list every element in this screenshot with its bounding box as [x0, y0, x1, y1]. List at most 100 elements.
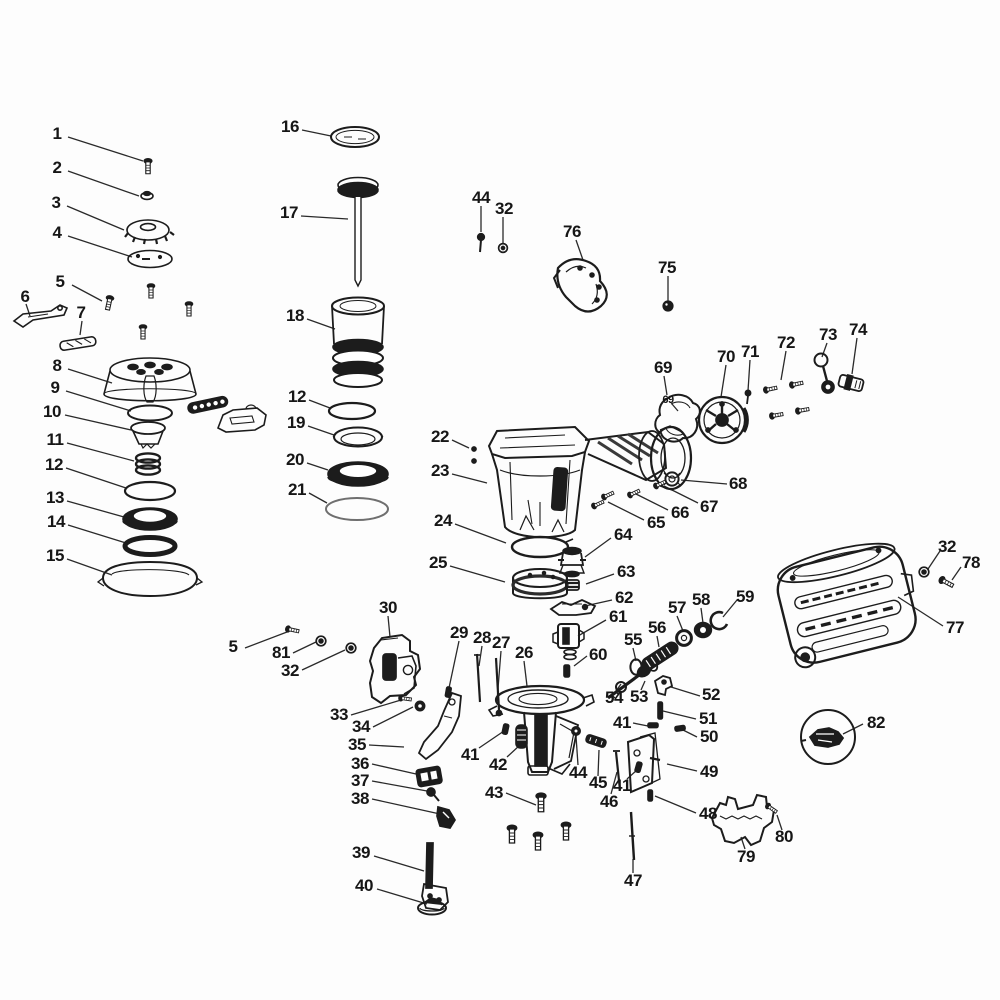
callout-63: 63: [617, 562, 635, 581]
callout-3: 3: [51, 193, 61, 212]
callout-9: 9: [50, 378, 60, 397]
callout-40: 40: [355, 876, 373, 895]
callout-33: 33: [330, 705, 348, 724]
callout-62: 62: [615, 588, 633, 607]
part-screws-72: [762, 379, 811, 421]
callout-60: 60: [589, 645, 607, 664]
part-bar-45: [585, 734, 607, 748]
part-seal-19: [332, 426, 384, 448]
part-pin-41b: [647, 722, 659, 729]
part-valve-cap-10: [130, 421, 166, 450]
callout-8: 8: [52, 356, 62, 375]
part-piston-cap-25: [511, 568, 569, 600]
part-nosepiece-26: [487, 684, 595, 776]
callout-73: 73: [819, 325, 837, 344]
part-magazine-77: [776, 542, 917, 669]
callout-32b: 32: [281, 661, 299, 680]
part-nut-44b: [570, 725, 581, 736]
part-spring-42: [515, 724, 528, 749]
callout-56: 56: [648, 618, 666, 637]
callout-45: 45: [589, 773, 607, 792]
part-foot-40: [417, 897, 447, 916]
callout-38: 38: [351, 789, 369, 808]
callout-18: 18: [286, 306, 304, 325]
part-trigger-valve-30: [368, 633, 422, 705]
callout-26: 26: [515, 643, 533, 662]
callout-58: 58: [692, 590, 710, 609]
callout-55: 55: [624, 630, 642, 649]
callout-10: 10: [43, 402, 61, 421]
callout-77: 77: [946, 618, 964, 637]
callout-44b: 44: [569, 763, 587, 782]
callout-52: 52: [702, 685, 720, 704]
part-screw-1: [143, 158, 153, 175]
part-ring-57: [675, 629, 693, 647]
callout-27: 27: [492, 633, 510, 652]
part-cylinder-ring-13: [122, 507, 178, 531]
part-pin-41c: [634, 761, 643, 774]
part-oring-54: [615, 681, 627, 693]
callout-21: 21: [288, 480, 306, 499]
part-spool-63: [565, 579, 580, 591]
part-bracket-52: [653, 675, 674, 697]
part-pin-51: [657, 701, 664, 720]
part-body-housing-23: [487, 425, 693, 539]
callout-70: 70: [717, 347, 735, 366]
part-screws-43: [506, 792, 572, 851]
callout-74: 74: [849, 320, 867, 339]
callout-7: 7: [76, 303, 86, 322]
part-screw-5b: [284, 624, 301, 635]
callout-71: 71: [741, 342, 759, 361]
callout-80: 80: [775, 827, 793, 846]
part-oring-24: [510, 535, 574, 559]
callout-57: 57: [668, 598, 686, 617]
callout-35: 35: [348, 735, 366, 754]
callout-41c: 41: [613, 776, 631, 795]
part-door-bracket-49: [626, 732, 661, 794]
callout-82: 82: [867, 713, 885, 732]
callout-28: 28: [473, 628, 491, 647]
part-bumper-20: [327, 461, 389, 487]
part-cylinder-18: [331, 296, 385, 388]
callout-39: 39: [352, 843, 370, 862]
callout-12: 12: [45, 455, 63, 474]
callout-76: 76: [563, 222, 581, 241]
part-pin-41a: [501, 723, 510, 736]
callout-34: 34: [352, 717, 370, 736]
callout-13: 13: [46, 488, 64, 507]
part-vent-strip: [187, 395, 229, 414]
callout-20: 20: [286, 450, 304, 469]
callout-32a: 32: [495, 199, 513, 218]
part-washer-32c: [918, 566, 930, 578]
part-oring-9: [127, 404, 173, 422]
part-screws-65-66-67: [590, 478, 668, 511]
callout-12b: 12: [288, 387, 306, 406]
part-gasket-15: [96, 560, 204, 598]
callout-81: 81: [272, 643, 290, 662]
callout-6: 6: [20, 287, 30, 306]
callout-2: 2: [52, 158, 62, 177]
callout-30: 30: [379, 598, 397, 617]
part-fitting-74: [837, 373, 865, 392]
callout-79: 79: [737, 847, 755, 866]
callout-41b: 41: [613, 713, 631, 732]
callout-49: 49: [700, 762, 718, 781]
callout-14: 14: [47, 512, 65, 531]
part-nut-34: [414, 700, 426, 712]
callout-54: 54: [605, 688, 623, 707]
part-grommet-2: [140, 190, 154, 201]
part-rail-79: [710, 793, 776, 847]
callout-25: 25: [429, 553, 447, 572]
part-rod-47: [629, 811, 636, 861]
part-valve-body-61: [552, 623, 585, 661]
part-belt-hook-76: [552, 258, 608, 313]
callout-61: 61: [609, 607, 627, 626]
part-screw-44a: [476, 232, 486, 253]
callout-53: 53: [630, 687, 648, 706]
part-washer-32b: [345, 642, 357, 654]
callout-66: 66: [671, 503, 689, 522]
part-pin-71: [744, 389, 752, 405]
callout-32c: 32: [938, 537, 956, 556]
part-oring-55: [629, 658, 643, 676]
